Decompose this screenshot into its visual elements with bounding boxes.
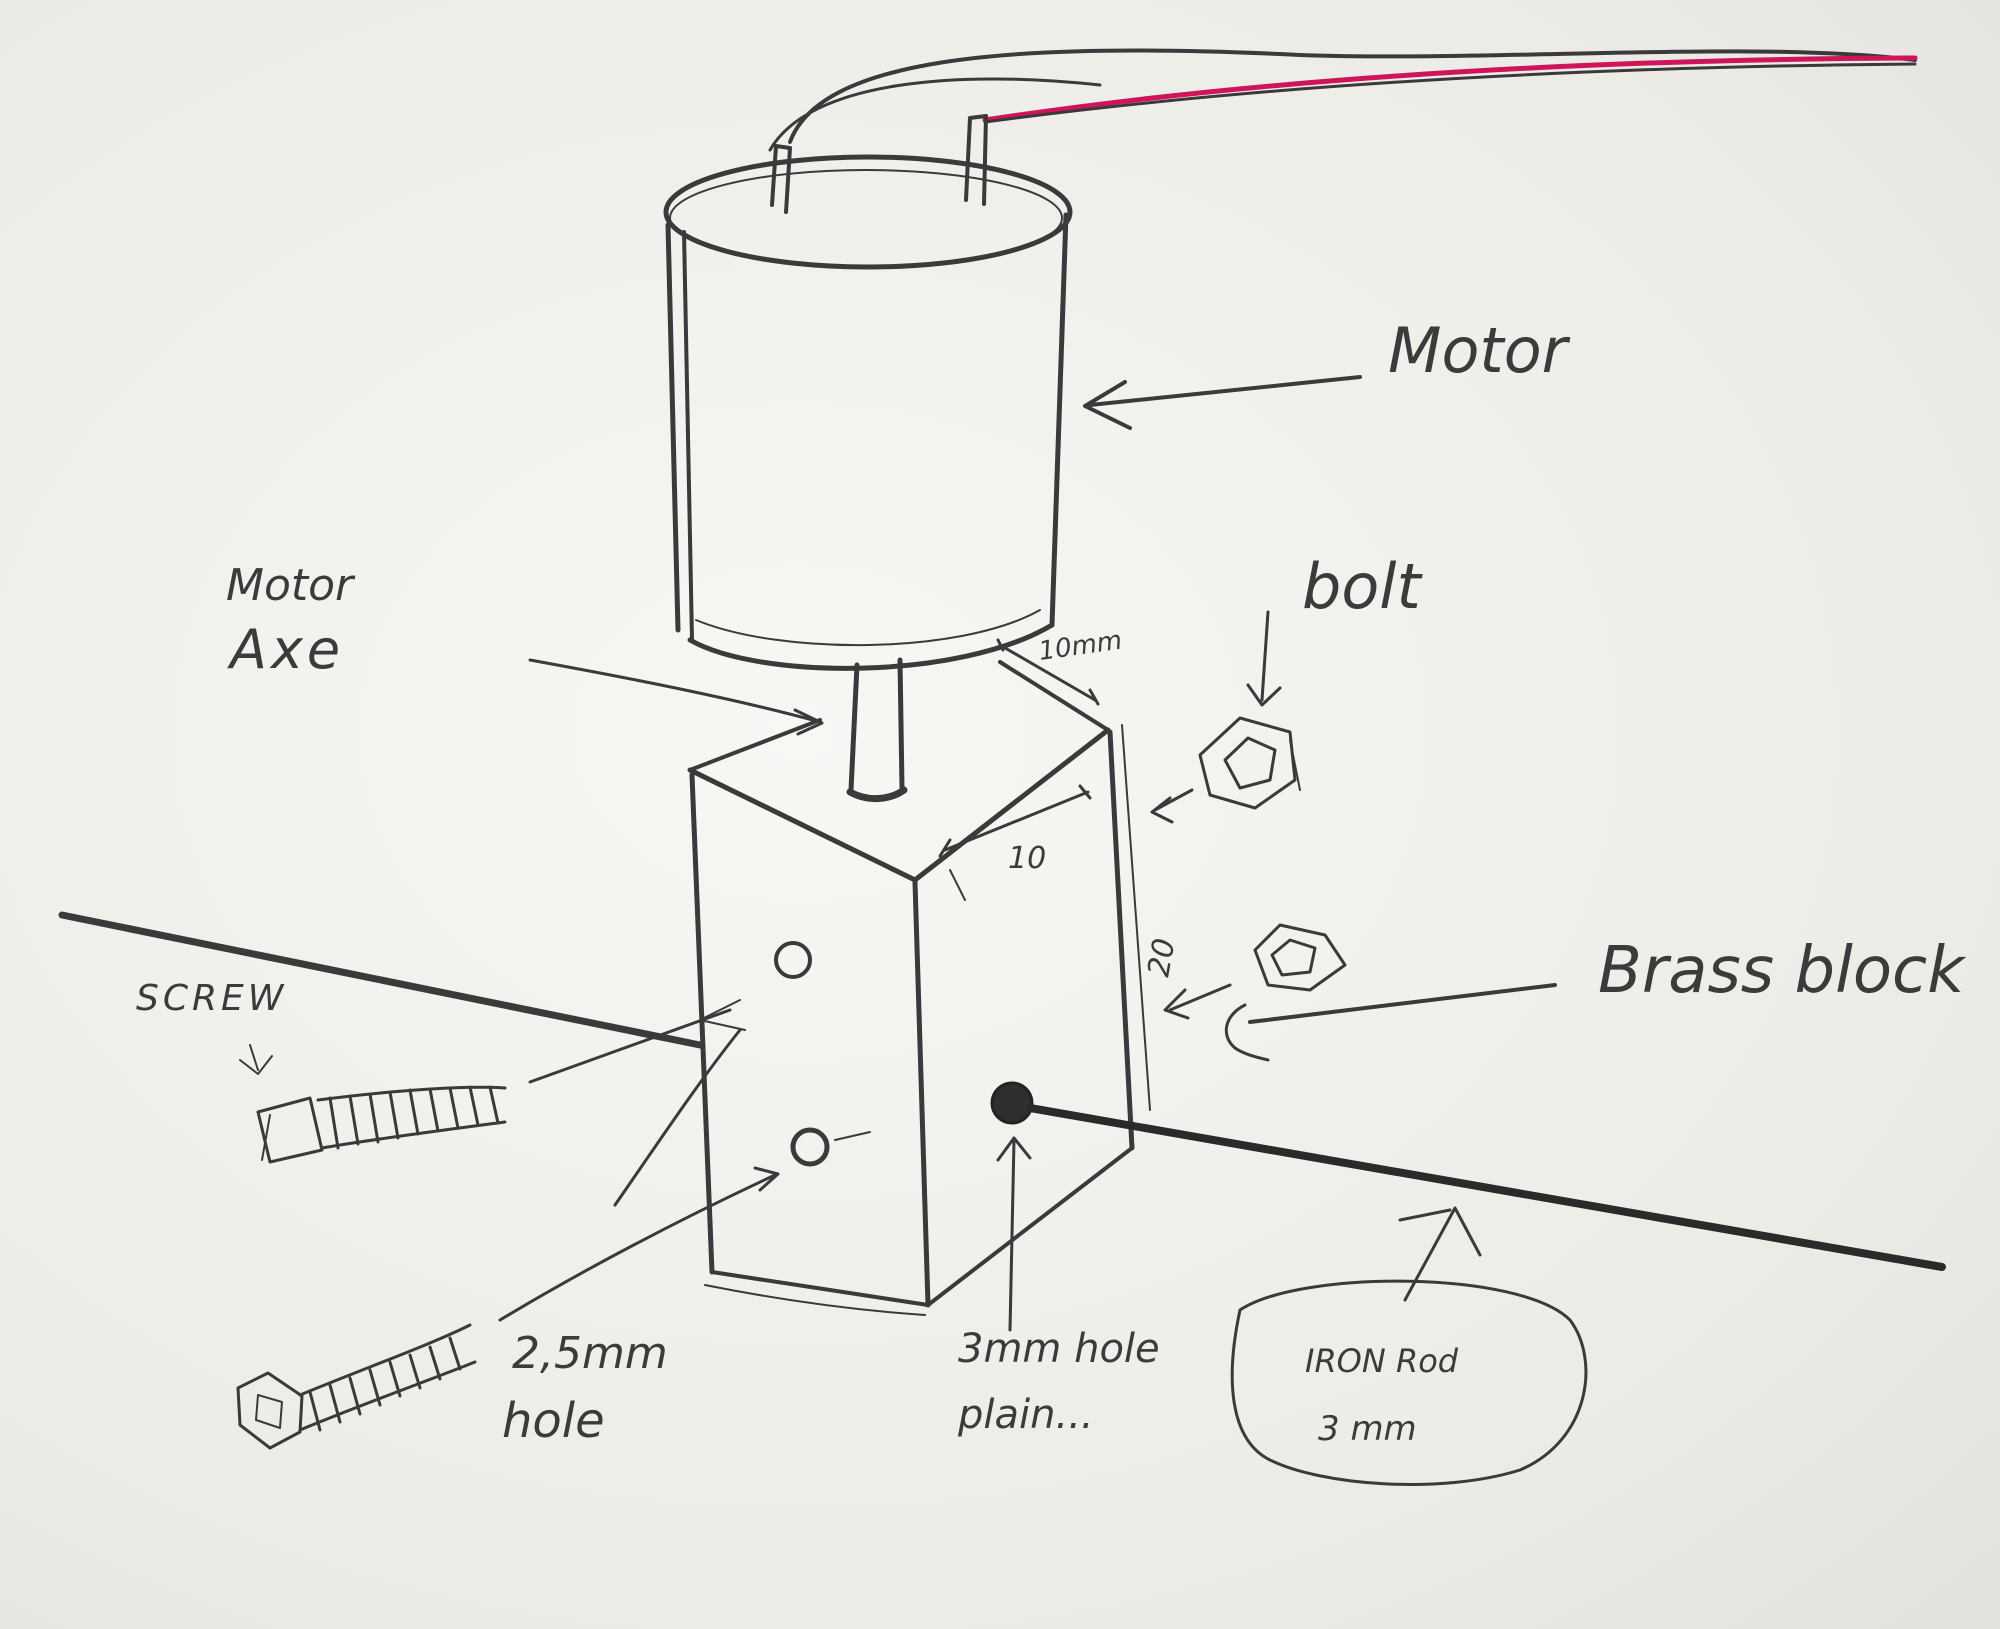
brass-block-arrow bbox=[1224, 983, 1557, 1062]
label-hole-3-line1: 3mm hole bbox=[958, 1326, 1160, 1372]
label-iron-rod-line1: IRON Rod bbox=[1305, 1342, 1459, 1380]
screw-shaft-line bbox=[58, 911, 780, 1322]
hole-3mm bbox=[990, 1081, 1034, 1125]
hole-upper bbox=[774, 941, 812, 979]
motor-shaft bbox=[846, 657, 908, 802]
motor-wires bbox=[768, 48, 1918, 152]
hole-3mm-arrow bbox=[996, 1136, 1032, 1332]
label-bolt: bolt bbox=[1302, 550, 1424, 623]
label-dim-top: 10mm bbox=[1037, 626, 1124, 667]
brass-block bbox=[687, 638, 1151, 1316]
iron-rod bbox=[1026, 1104, 1946, 1271]
iron-rod-bubble bbox=[1230, 1206, 1588, 1486]
label-iron-rod-line2: 3 mm bbox=[1318, 1409, 1417, 1449]
screw-pointer bbox=[239, 1044, 273, 1075]
label-dim-height: 20 bbox=[1141, 936, 1182, 980]
label-hole-3-line2: plain... bbox=[957, 1392, 1094, 1438]
motor-arrow bbox=[1083, 375, 1362, 430]
bolt-arrows bbox=[1150, 610, 1282, 1020]
screw-upper bbox=[256, 1085, 507, 1164]
label-hole-25-line1: 2,5mm bbox=[512, 1328, 668, 1379]
label-dim-side: 10 bbox=[1008, 841, 1046, 876]
screw-lower bbox=[236, 1323, 477, 1450]
label-motor-axe-line1: Motor bbox=[226, 560, 356, 611]
motor-body bbox=[663, 114, 1073, 671]
label-motor: Motor bbox=[1388, 314, 1571, 387]
label-motor-axe-line2: Axe bbox=[227, 618, 344, 681]
bolt-upper bbox=[1198, 716, 1301, 810]
motor-axe-arrow bbox=[528, 658, 824, 736]
label-hole-25-line2: hole bbox=[502, 1393, 605, 1449]
label-screw: SCREW bbox=[136, 978, 287, 1019]
bolt-lower bbox=[1253, 923, 1347, 992]
hole-lower bbox=[790, 1127, 871, 1167]
label-brass-block: Brass block bbox=[1598, 934, 1967, 1008]
